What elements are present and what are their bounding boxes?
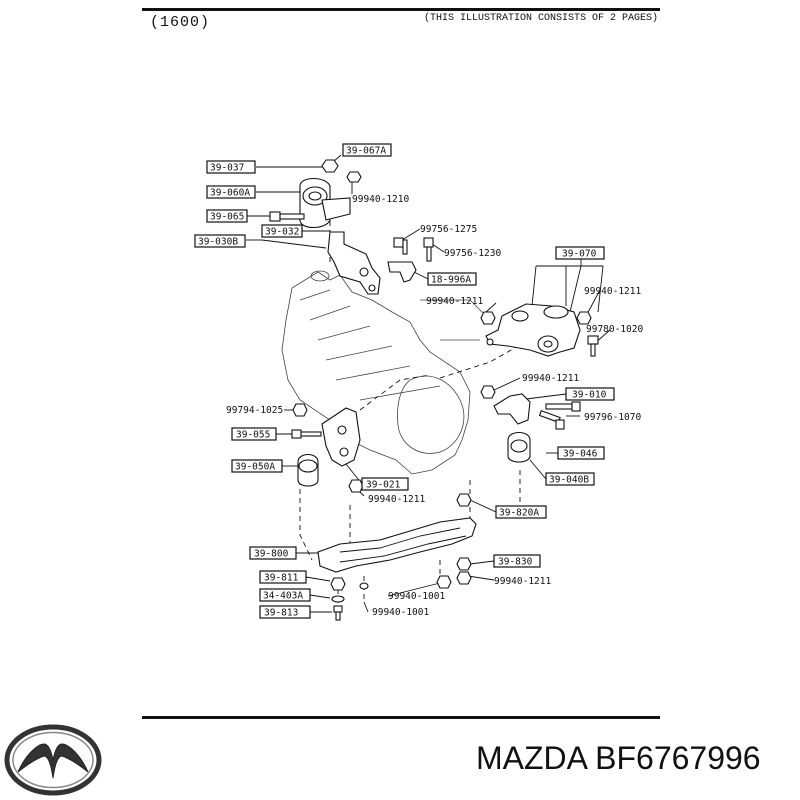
nut-top	[321, 159, 339, 173]
brand-part-number: MAZDA BF6767996	[476, 740, 761, 776]
label-39-055: 39-055	[231, 427, 277, 441]
svg-text:34-403A: 34-403A	[263, 591, 303, 602]
page-note: (THIS ILLUSTRATION CONSISTS OF 2 PAGES)	[424, 13, 659, 24]
label-39-010: 39-010	[565, 387, 615, 401]
svg-text:39-070: 39-070	[562, 249, 597, 260]
svg-text:39-820A: 39-820A	[499, 508, 539, 519]
nut-39-811	[330, 577, 346, 591]
mount-parts	[269, 159, 599, 621]
label-39-813: 39-813	[259, 605, 311, 619]
label-39-030B: 39-030B	[194, 234, 246, 248]
bolt-99780-1020	[587, 335, 599, 357]
crossmember-39-800	[317, 517, 477, 573]
washer-99940-1001-b	[359, 582, 369, 590]
nut-99940-1001-a	[436, 575, 452, 589]
right-mount-39-070	[485, 303, 581, 357]
label-39-811: 39-811	[259, 570, 307, 584]
svg-text:39-067A: 39-067A	[346, 146, 386, 157]
label-99940-1001-a: 99940-1001	[388, 591, 445, 602]
svg-text:39-040B: 39-040B	[549, 475, 589, 486]
label-99794-1025: 99794-1025	[226, 405, 283, 416]
label-39-040B: 39-040B	[545, 472, 595, 486]
nut-99940-1211-c	[480, 385, 496, 399]
label-39-065: 39-065	[206, 209, 248, 223]
bolt-99756-1275	[393, 237, 408, 255]
svg-text:18-996A: 18-996A	[431, 275, 471, 286]
label-99940-1211-d: 99940-1211	[368, 494, 425, 505]
nut-39-820A	[456, 493, 472, 507]
mazda-logo-icon	[4, 724, 102, 796]
bolt-39-046	[538, 409, 565, 430]
svg-text:39-811: 39-811	[264, 573, 299, 584]
label-99940-1211-b: 99940-1211	[584, 286, 641, 297]
plain-labels: 99940-1210 99756-1275 99756-1230 99940-1…	[226, 194, 643, 618]
label-39-046: 39-046	[557, 446, 605, 460]
label-99796-1070: 99796-1070	[584, 412, 641, 423]
bolt-39-813	[333, 605, 343, 621]
label-99756-1230: 99756-1230	[444, 248, 501, 259]
label-34-403A: 34-403A	[259, 588, 311, 602]
nut-99940-1211-b	[576, 311, 592, 325]
mount-39-050A	[297, 453, 319, 487]
nut-99940-1210	[346, 171, 362, 183]
svg-text:39-055: 39-055	[236, 430, 270, 441]
label-99940-1210: 99940-1210	[352, 194, 409, 205]
label-39-070: 39-070	[555, 246, 605, 260]
bolt-39-065	[269, 211, 305, 222]
label-99940-1001-b: 99940-1001	[372, 607, 429, 618]
label-99780-1020: 99780-1020	[586, 324, 643, 335]
label-18-996A: 18-996A	[427, 272, 477, 286]
boxed-labels: 39-067A 39-037 39-060A 39-065 39-032 39-…	[194, 143, 615, 619]
bracket-39-030B	[327, 231, 381, 295]
label-39-830: 39-830	[493, 554, 541, 568]
label-39-060A: 39-060A	[206, 185, 256, 199]
label-99756-1275: 99756-1275	[420, 224, 477, 235]
svg-text:39-030B: 39-030B	[198, 237, 238, 248]
label-99940-1211-e: 99940-1211	[494, 576, 551, 587]
label-39-021: 39-021	[361, 477, 409, 491]
bolt-99756-1230	[423, 237, 434, 262]
page-code: (1600)	[150, 14, 211, 31]
svg-text:39-032: 39-032	[265, 227, 299, 238]
bracket-18-996A	[387, 261, 417, 283]
label-39-067A: 39-067A	[342, 143, 392, 157]
svg-text:39-021: 39-021	[366, 480, 401, 491]
bolt-39-055-bolt	[291, 429, 322, 439]
washer-34-403A	[331, 595, 345, 603]
label-39-820A: 39-820A	[495, 505, 547, 519]
nut-39-830	[456, 557, 472, 571]
label-39-800: 39-800	[249, 546, 297, 560]
footer-rule	[142, 716, 660, 719]
bracket-39-055	[321, 407, 361, 467]
svg-text:39-050A: 39-050A	[235, 462, 275, 473]
svg-text:39-065: 39-065	[210, 212, 244, 223]
bolt-99796-1070	[545, 401, 581, 412]
nut-99940-1211-e	[456, 571, 472, 585]
label-39-050A: 39-050A	[231, 459, 283, 473]
svg-text:39-046: 39-046	[563, 449, 598, 460]
bracket-39-010	[493, 393, 531, 425]
svg-text:39-830: 39-830	[498, 557, 533, 568]
bolt-99794-1025	[292, 403, 308, 417]
label-99940-1211-a: 99940-1211	[426, 296, 483, 307]
nut-99940-1211-d	[348, 479, 364, 493]
svg-text:39-010: 39-010	[572, 390, 607, 401]
upper-mount-rubber	[299, 177, 351, 229]
leader-lines	[246, 154, 611, 613]
svg-text:39-800: 39-800	[254, 549, 289, 560]
label-39-032: 39-032	[261, 224, 303, 238]
label-99940-1211-c: 99940-1211	[522, 373, 579, 384]
label-39-037: 39-037	[206, 160, 256, 174]
svg-text:39-813: 39-813	[264, 608, 298, 619]
svg-text:39-060A: 39-060A	[210, 188, 250, 199]
mount-39-040B	[507, 431, 531, 463]
nut-99940-1211-a	[480, 311, 496, 325]
header-rule	[142, 8, 660, 11]
svg-text:39-037: 39-037	[210, 163, 244, 174]
